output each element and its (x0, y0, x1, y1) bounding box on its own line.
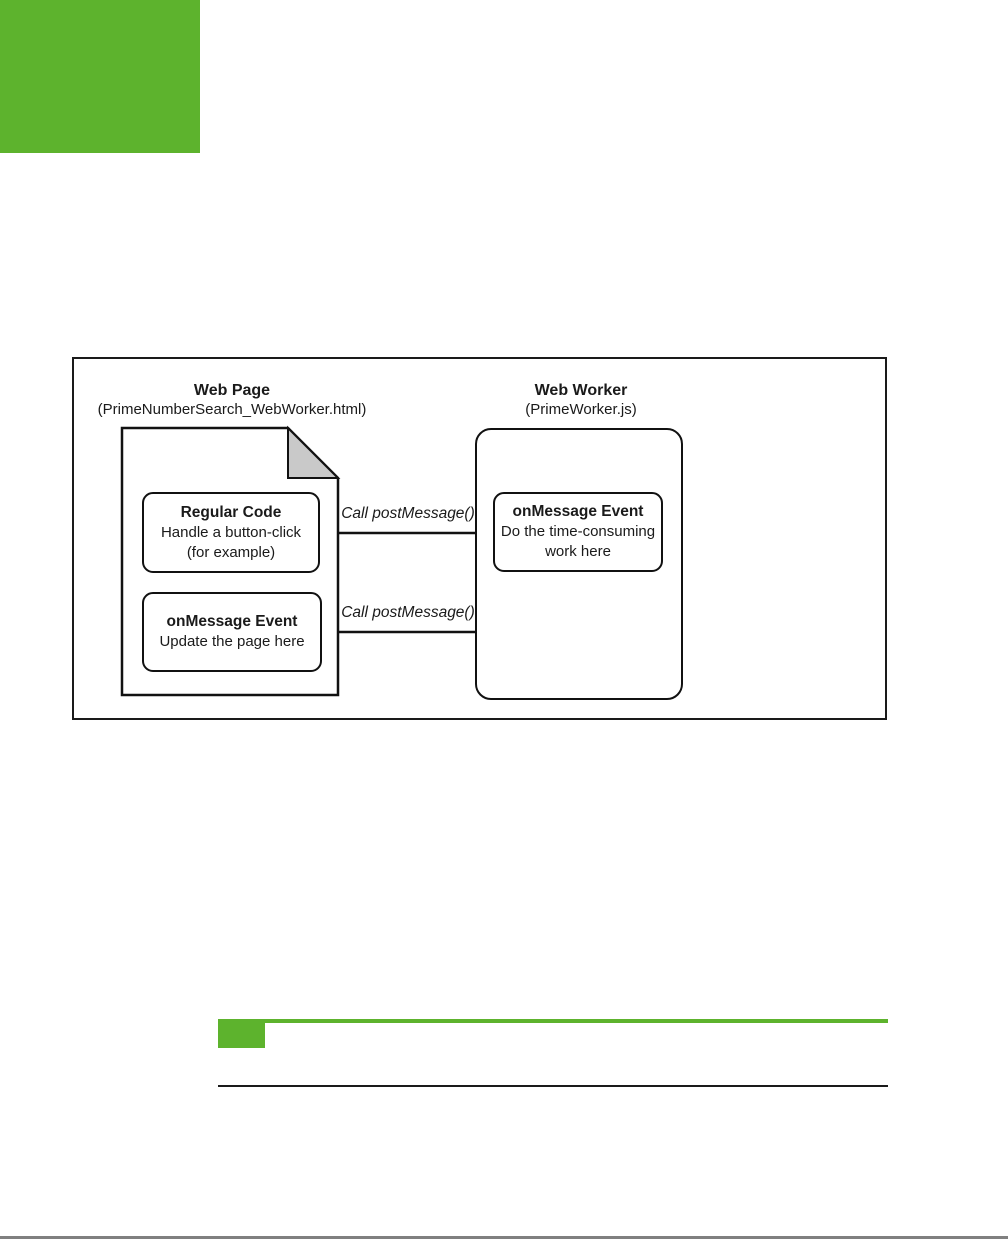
regular-code-box: Regular Code Handle a button-click (for … (142, 492, 320, 573)
figure-frame: Web Page (PrimeNumberSearch_WebWorker.ht… (72, 357, 887, 720)
worker-onmessage-box-line: work here (545, 543, 611, 560)
note-rule (218, 1019, 888, 1023)
regular-code-box-title: Regular Code (180, 503, 282, 521)
call-postmessage-label-to-worker: Call postMessage() (341, 505, 475, 522)
web-worker-subtitle: (PrimeWorker.js) (525, 401, 637, 418)
worker-onmessage-box: onMessage Event Do the time-consuming wo… (493, 492, 663, 572)
page-bottom-rule (0, 1236, 1008, 1239)
page-onmessage-box: onMessage Event Update the page here (142, 592, 322, 672)
note-marker-block (218, 1019, 265, 1048)
worker-onmessage-box-line: Do the time-consuming (500, 523, 656, 540)
footnote-rule (218, 1085, 888, 1087)
worker-onmessage-box-title: onMessage Event (512, 503, 644, 520)
call-postmessage-label-to-page: Call postMessage() (341, 604, 475, 621)
page-onmessage-box-title: onMessage Event (166, 613, 298, 630)
regular-code-box-line: Handle a button-click (160, 523, 302, 541)
web-page-title: Web Page (193, 382, 271, 399)
web-worker-column-header: Web Worker (PrimeWorker.js) (431, 381, 731, 419)
web-page-column-header: Web Page (PrimeNumberSearch_WebWorker.ht… (82, 381, 382, 419)
chapter-corner-block (0, 0, 200, 153)
web-page-subtitle: (PrimeNumberSearch_WebWorker.html) (97, 401, 367, 418)
page-onmessage-box-line: Update the page here (159, 633, 305, 650)
regular-code-box-line: (for example) (186, 543, 276, 561)
folded-corner (287, 425, 341, 479)
web-worker-title: Web Worker (534, 382, 628, 399)
